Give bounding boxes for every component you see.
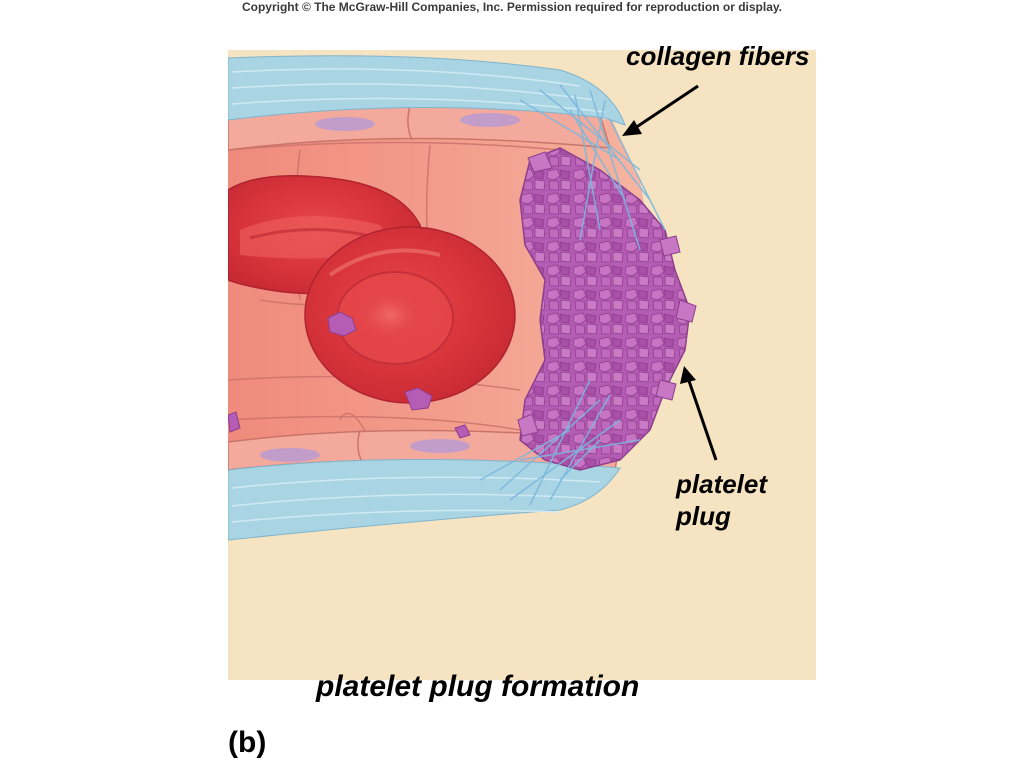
endothelial-nucleus	[315, 117, 375, 131]
endothelial-nucleus	[460, 113, 520, 127]
collagen-arrow	[631, 84, 699, 132]
collagen-fibers-label: collagen fibers	[626, 41, 810, 71]
collagen-fibers-bottom	[479, 379, 641, 506]
figure-caption: platelet plug formation	[316, 670, 640, 703]
platelet	[327, 311, 357, 337]
platelet-plug-label: platelet plug	[676, 469, 768, 531]
panel-letter: (b)	[228, 726, 267, 759]
platelet	[404, 387, 433, 411]
upper-vessel-wall	[228, 55, 626, 126]
platelet-plug	[519, 147, 691, 471]
collagen-fibers-top	[519, 84, 666, 251]
platelet-plug-arrow	[686, 377, 718, 461]
lower-vessel-wall	[228, 458, 621, 541]
endothelial-nucleus	[410, 439, 470, 453]
endothelial-nucleus	[260, 448, 320, 462]
copyright-notice: Copyright © The McGraw-Hill Companies, I…	[241, 0, 783, 14]
